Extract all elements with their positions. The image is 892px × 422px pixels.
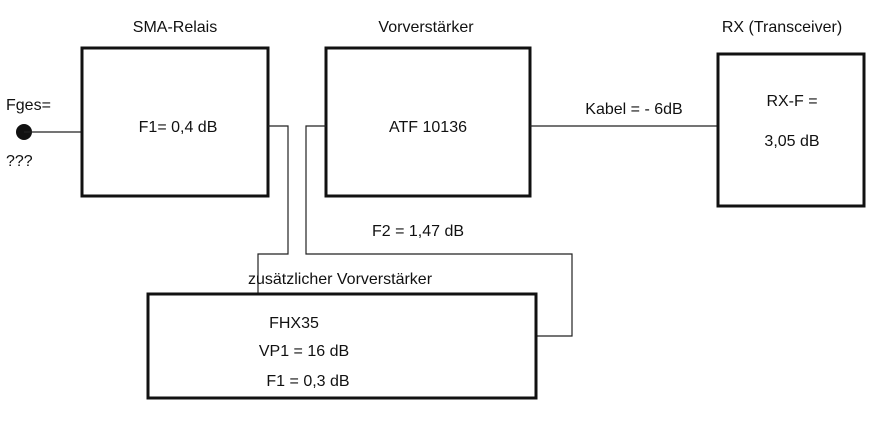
receiver-block — [716, 52, 866, 208]
extra-preamp-to-preamp-wire — [305, 125, 573, 337]
relay-block — [80, 46, 270, 198]
extra-preamp-block — [146, 292, 538, 400]
cable-label: Kabel = - 6dB — [585, 101, 682, 118]
extra-preamp-gain-label: VP1 = 16 dB — [259, 343, 349, 360]
input-unknown-label: ??? — [6, 153, 33, 170]
extra-preamp-device-label: FHX35 — [269, 315, 319, 332]
preamp-title: Vorverstärker — [378, 19, 474, 36]
extra-preamp-title: zusätzlicher Vorverstärker — [248, 271, 433, 288]
relay-nf-label: F1= 0,4 dB — [139, 119, 218, 136]
relay-title: SMA-Relais — [133, 19, 217, 36]
receiver-nf-line1: RX-F = — [766, 93, 817, 110]
preamp-nf-label: F2 = 1,47 dB — [372, 223, 464, 240]
input-fges-label: Fges= — [6, 97, 51, 114]
receiver-title: RX (Transceiver) — [722, 19, 842, 36]
receiver-nf-line2: 3,05 dB — [764, 133, 819, 150]
extra-preamp-nf-label: F1 = 0,3 dB — [266, 373, 349, 390]
preamp-block — [324, 46, 532, 198]
preamp-device-label: ATF 10136 — [389, 119, 467, 136]
